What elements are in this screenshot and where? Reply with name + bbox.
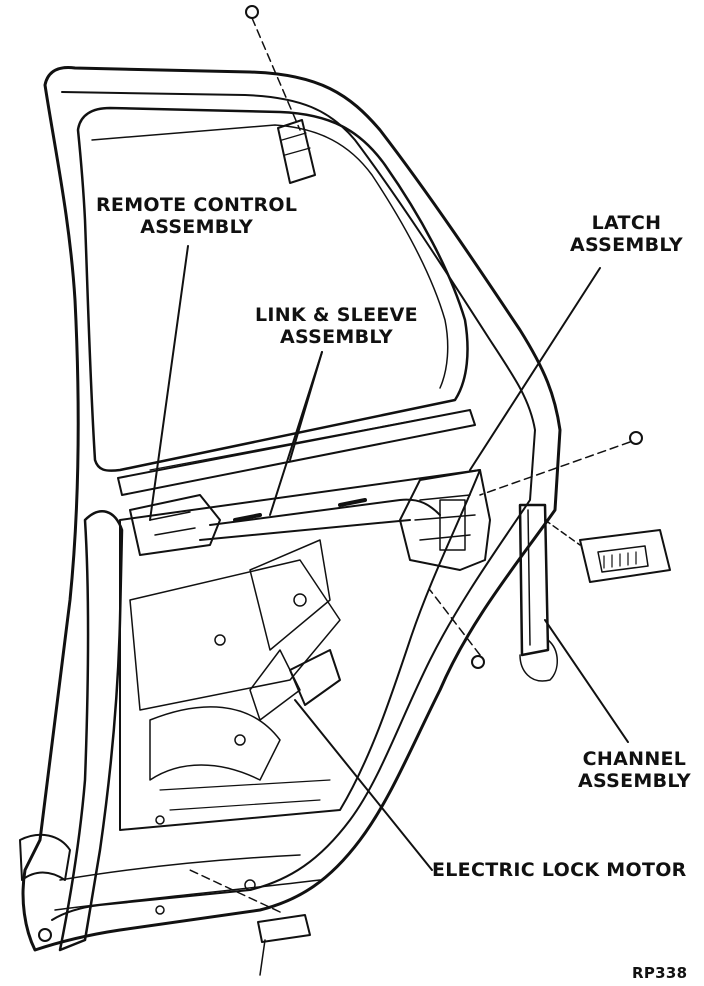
remote-control-label: REMOTE CONTROL ASSEMBLY <box>96 194 297 238</box>
door-outer-frame <box>21 66 562 952</box>
link-sleeve-label-line2: ASSEMBLY <box>280 326 393 348</box>
remote-control-label-line2: ASSEMBLY <box>140 216 254 238</box>
left-hinge-post <box>58 510 124 952</box>
channel-part <box>518 503 550 657</box>
top-bracket <box>277 119 316 184</box>
remote-control-part <box>129 494 221 556</box>
window-channel-inner <box>91 124 449 389</box>
leader-link-sleeve-2 <box>289 351 323 461</box>
channel-label-line1: CHANNEL <box>582 748 687 770</box>
striker-plate <box>579 529 671 583</box>
latch-label-line1: LATCH <box>591 212 662 234</box>
leader-remote-control <box>149 245 189 521</box>
door-inner-frame <box>51 91 536 921</box>
channel-label-line2: ASSEMBLY <box>578 770 691 792</box>
figure-code-text: RP338 <box>632 964 688 982</box>
latch-label: LATCH ASSEMBLY <box>570 212 683 256</box>
electric-lock-motor-text: ELECTRIC LOCK MOTOR <box>432 859 687 881</box>
link-rods <box>199 498 441 541</box>
bottom-clip <box>257 914 311 943</box>
leader-channel <box>544 619 629 743</box>
electric-lock-motor-label: ELECTRIC LOCK MOTOR <box>432 859 687 881</box>
link-sleeve-label: LINK & SLEEVE ASSEMBLY <box>255 304 418 348</box>
latch-part <box>399 469 491 571</box>
latch-label-line2: ASSEMBLY <box>570 234 683 256</box>
figure-code: RP338 <box>632 962 687 984</box>
leader-lock-motor <box>294 699 433 871</box>
leader-latch <box>469 267 601 471</box>
remote-control-label-line1: REMOTE CONTROL <box>96 194 298 216</box>
lower-door-panel <box>119 469 481 831</box>
belt-rail <box>117 409 476 496</box>
channel-label: CHANNEL ASSEMBLY <box>578 748 691 792</box>
window-opening <box>76 106 469 472</box>
lock-motor-part <box>289 649 341 706</box>
link-sleeve-label-line1: LINK & SLEEVE <box>255 304 418 326</box>
